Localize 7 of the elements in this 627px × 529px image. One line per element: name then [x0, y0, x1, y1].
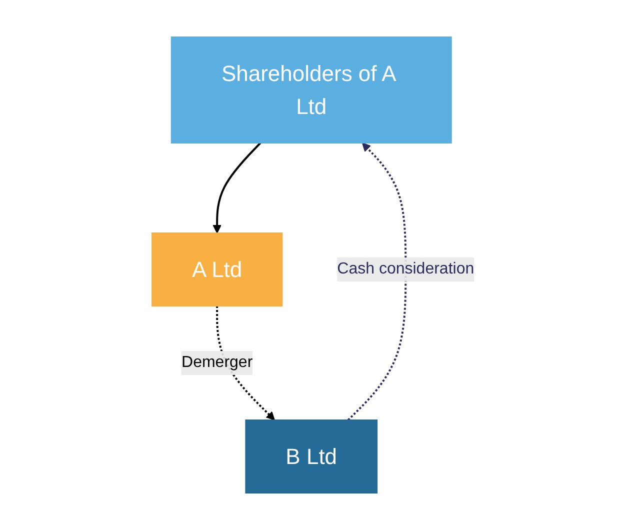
node-box: B Ltd	[246, 419, 378, 493]
edge-label: Cash consideration	[338, 260, 475, 277]
node-box: A Ltd	[152, 232, 284, 306]
arrow	[213, 142, 262, 233]
node-box: Shareholders of A Ltd	[171, 36, 452, 143]
edge-label: Demerger	[182, 354, 254, 370]
arrow	[348, 142, 408, 420]
